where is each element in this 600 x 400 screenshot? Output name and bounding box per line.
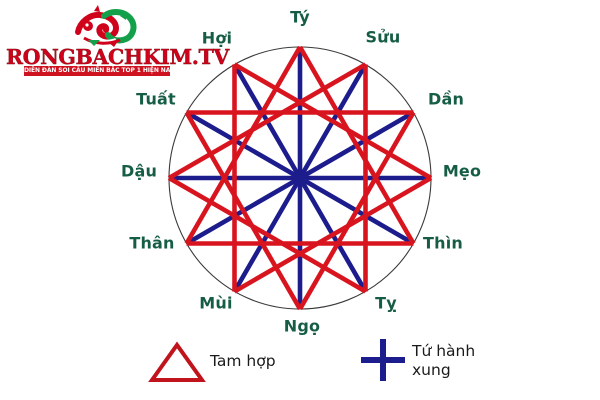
zodiac-label-7: Mùi [199, 293, 233, 313]
zodiac-label-3: Mẹo [442, 161, 482, 181]
logo-tagline: DIỄN ĐÀN SOI CẦU MIỀN BẮC TOP 1 HIỆN NAY [24, 66, 170, 76]
zodiac-label-6: Ngọ [283, 316, 321, 336]
zodiac-label-4: Thìn [423, 233, 463, 253]
tu-hanh-xung-lines [169, 47, 431, 309]
zodiac-label-9: Dậu [120, 161, 158, 181]
dragon-icon [75, 5, 137, 47]
legend-plus-icon [361, 339, 405, 381]
zodiac-label-2: Dần [427, 89, 465, 109]
legend-tu-hanh-xung-label: Tứ hành xung [412, 342, 476, 379]
zodiac-label-10: Tuất [136, 89, 176, 109]
tam-hop-lines [167, 45, 433, 311]
zodiac-label-5: Tỵ [375, 293, 397, 313]
zodiac-label-0: Tý [290, 7, 310, 27]
zodiac-label-8: Thân [129, 233, 175, 253]
zodiac-label-1: Sửu [365, 27, 401, 47]
legend-tam-hop-label: Tam hợp [210, 352, 276, 370]
legend-triangle-icon [148, 341, 206, 382]
zodiac-label-11: Hợi [201, 28, 233, 48]
